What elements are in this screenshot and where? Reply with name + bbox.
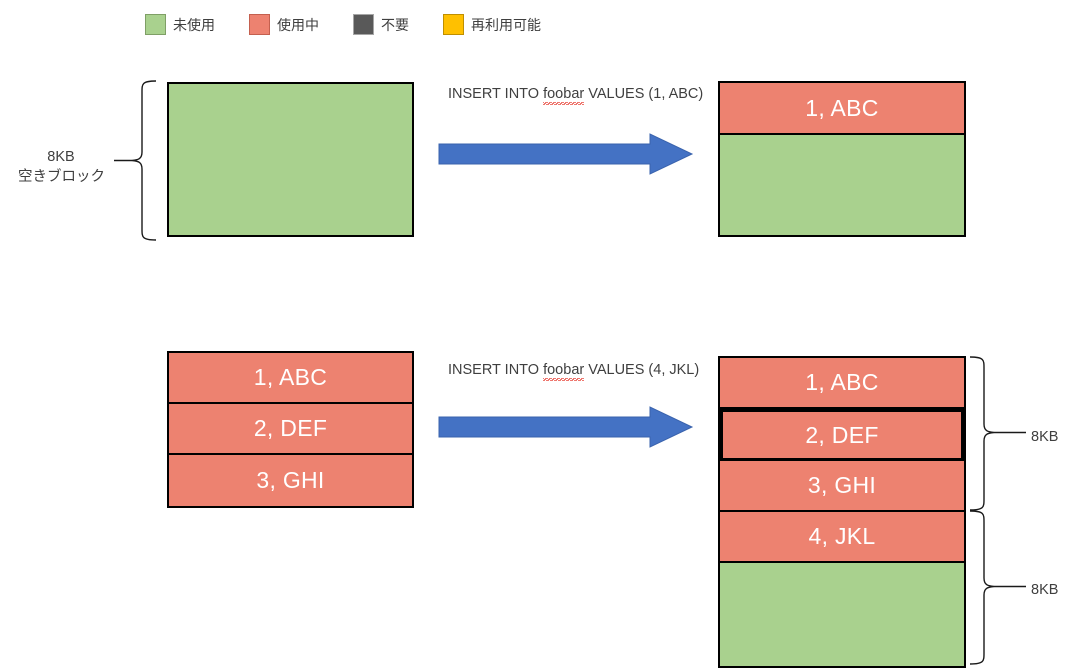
legend: 未使用 使用中 不要 再利用可能 bbox=[145, 14, 541, 35]
left-block-size-value: 8KB bbox=[47, 149, 75, 165]
memory-row-record: 2, DEF bbox=[169, 404, 412, 455]
legend-item-unused: 未使用 bbox=[145, 14, 215, 35]
memory-block-after-bottom: 1, ABC 2, DEF 3, GHI 4, JKL bbox=[718, 356, 966, 668]
memory-row-record: 4, JKL bbox=[720, 512, 964, 563]
memory-row-record: 3, GHI bbox=[169, 455, 412, 506]
memory-row-free bbox=[169, 84, 412, 235]
memory-row-record: 3, GHI bbox=[720, 461, 964, 512]
insert-statement-bottom-table: foobar bbox=[543, 362, 585, 381]
right-brace-8kb-first bbox=[969, 356, 1026, 511]
arrow-right-top bbox=[438, 133, 694, 175]
left-block-size-label: 8KB 空きブロック bbox=[18, 148, 105, 187]
insert-statement-top-prefix: INSERT INTO bbox=[448, 86, 544, 102]
memory-row-record-selected[interactable]: 2, DEF bbox=[720, 409, 964, 461]
insert-statement-bottom-suffix: VALUES (4, JKL) bbox=[584, 362, 700, 378]
memory-row-record: 1, ABC bbox=[720, 358, 964, 409]
insert-statement-bottom: INSERT INTO foobar VALUES (4, JKL) bbox=[448, 362, 700, 381]
memory-block-before-bottom: 1, ABC 2, DEF 3, GHI bbox=[167, 351, 414, 508]
left-brace-8kb bbox=[114, 80, 157, 241]
legend-label-obsolete: 不要 bbox=[381, 16, 409, 33]
memory-block-before-top bbox=[167, 82, 414, 237]
left-block-size-caption: 空きブロック bbox=[18, 168, 105, 185]
gray-swatch-icon bbox=[353, 14, 374, 35]
green-swatch-icon bbox=[145, 14, 166, 35]
red-swatch-icon bbox=[249, 14, 270, 35]
memory-row-free bbox=[720, 563, 964, 666]
right-block-size-label-second: 8KB bbox=[1031, 582, 1059, 598]
legend-item-obsolete: 不要 bbox=[353, 14, 409, 35]
legend-item-reusable: 再利用可能 bbox=[443, 14, 541, 35]
right-block-size-label-first: 8KB bbox=[1031, 429, 1059, 445]
insert-statement-top-table: foobar bbox=[543, 86, 585, 105]
insert-statement-top-suffix: VALUES (1, ABC) bbox=[584, 86, 704, 102]
insert-statement-bottom-prefix: INSERT INTO bbox=[448, 362, 544, 378]
memory-block-after-top: 1, ABC bbox=[718, 81, 966, 237]
right-brace-8kb-second bbox=[969, 510, 1026, 665]
arrow-right-bottom bbox=[438, 406, 694, 448]
memory-row-free bbox=[720, 135, 964, 235]
memory-row-record: 1, ABC bbox=[169, 353, 412, 404]
memory-row-record: 1, ABC bbox=[720, 83, 964, 135]
legend-item-in-use: 使用中 bbox=[249, 14, 319, 35]
legend-label-in-use: 使用中 bbox=[277, 16, 319, 33]
yellow-swatch-icon bbox=[443, 14, 464, 35]
insert-statement-top: INSERT INTO foobar VALUES (1, ABC) bbox=[448, 86, 704, 105]
legend-label-unused: 未使用 bbox=[173, 16, 215, 33]
legend-label-reusable: 再利用可能 bbox=[471, 16, 541, 33]
